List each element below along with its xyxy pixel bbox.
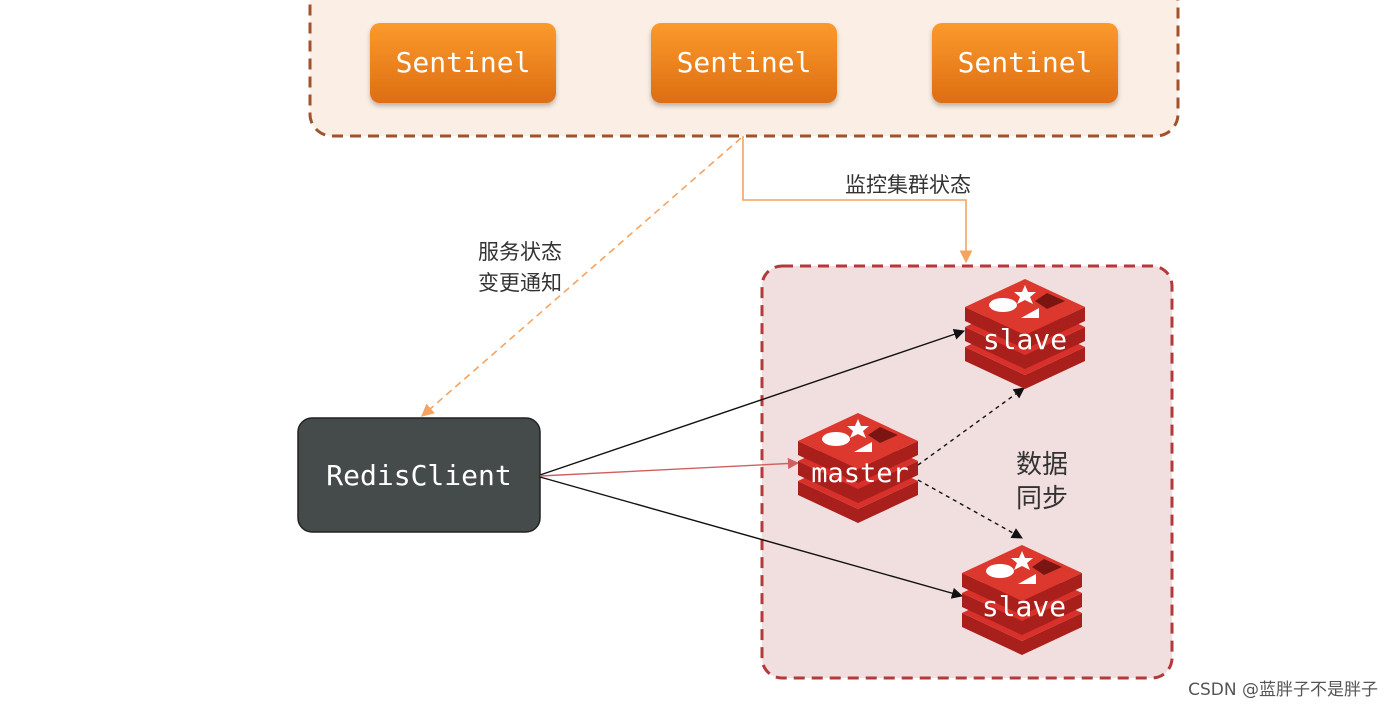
redis-client-node: RedisClient xyxy=(297,417,541,533)
sentinel-node-1: Sentinel xyxy=(370,23,556,103)
master-label: master xyxy=(811,458,909,489)
sentinel-label: Sentinel xyxy=(677,46,812,79)
slave-label: slave xyxy=(983,323,1067,356)
sentinel-label: Sentinel xyxy=(958,46,1093,79)
sync-label-line1: 数据 xyxy=(1016,450,1068,480)
sync-to-slave1-arrow xyxy=(917,387,1025,466)
sentinel-node-2: Sentinel xyxy=(651,23,837,103)
monitor-connector xyxy=(742,136,973,264)
slave-label: slave xyxy=(982,590,1066,623)
sync-to-slave2-arrow xyxy=(917,479,1023,539)
redis-client-label: RedisClient xyxy=(326,459,511,492)
slave-node-2: slave xyxy=(962,545,1082,655)
client-to-master-arrow xyxy=(539,457,800,477)
client-to-slave2-arrow xyxy=(539,476,964,599)
sentinel-label: Sentinel xyxy=(396,46,531,79)
master-node: master xyxy=(798,413,918,523)
client-to-slave1-arrow xyxy=(539,328,966,476)
notify-connector xyxy=(421,137,742,417)
slave-node-1: slave xyxy=(965,279,1085,389)
notify-label-line1: 服务状态 xyxy=(478,240,562,264)
sentinel-node-3: Sentinel xyxy=(932,23,1118,103)
sync-label-line2: 同步 xyxy=(1016,484,1068,514)
notify-label-line2: 变更通知 xyxy=(478,271,562,295)
watermark: CSDN @蓝胖子不是胖子 xyxy=(1188,680,1378,700)
monitor-label: 监控集群状态 xyxy=(845,173,971,197)
